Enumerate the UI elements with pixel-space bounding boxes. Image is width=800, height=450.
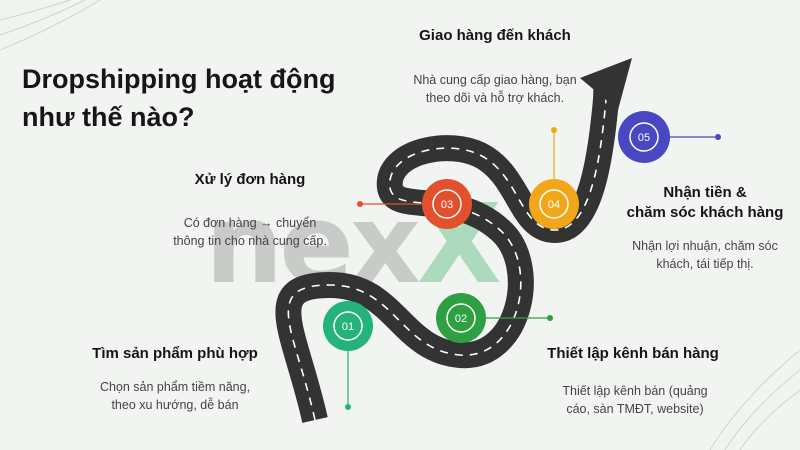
step-marker-03: 03 bbox=[422, 179, 472, 229]
corner-decoration-bottom-right bbox=[709, 349, 800, 450]
step-marker-05: 05 bbox=[618, 111, 670, 163]
step-title-05: Nhận tiền & chăm sóc khách hàng bbox=[626, 184, 784, 221]
page-title: Dropshipping hoạt động như thế nào? bbox=[22, 64, 336, 132]
step-desc-01: Chọn sản phẩm tiềm năng, theo xu hướng, … bbox=[99, 380, 251, 412]
step-number-01: 01 bbox=[342, 321, 354, 333]
corner-decoration-top-left bbox=[0, 0, 101, 51]
connector-dot-01 bbox=[345, 404, 351, 410]
step-number-04: 04 bbox=[548, 199, 560, 211]
step-number-03: 03 bbox=[441, 199, 453, 211]
step-title-02: Thiết lập kênh bán hàng bbox=[547, 345, 719, 362]
step-desc-03: Có đơn hàng → chuyển thông tin cho nhà c… bbox=[173, 216, 327, 248]
road-arrow-head bbox=[580, 58, 632, 110]
connector-dot-04 bbox=[551, 127, 557, 133]
step-title-04: Giao hàng đến khách bbox=[419, 27, 571, 44]
step-marker-01: 01 bbox=[323, 301, 373, 351]
step-desc-04: Nhà cung cấp giao hàng, bạn theo dõi và … bbox=[413, 73, 577, 105]
step-title-01: Tìm sản phẩm phù hợp bbox=[92, 345, 258, 362]
step-number-05: 05 bbox=[638, 132, 650, 144]
connector-dot-03 bbox=[357, 201, 363, 207]
road-lane-marking bbox=[287, 71, 608, 421]
step-marker-04: 04 bbox=[529, 179, 579, 229]
connector-dot-02 bbox=[547, 315, 553, 321]
step-marker-02: 02 bbox=[436, 293, 486, 343]
step-title-03: Xử lý đơn hàng bbox=[194, 171, 306, 188]
step-number-02: 02 bbox=[455, 313, 467, 325]
step-desc-05: Nhận lợi nhuận, chăm sóc khách, tái tiếp… bbox=[632, 239, 778, 271]
step-desc-02: Thiết lập kênh bán (quảng cáo, sàn TMĐT,… bbox=[562, 384, 708, 416]
connector-dot-05 bbox=[715, 134, 721, 140]
